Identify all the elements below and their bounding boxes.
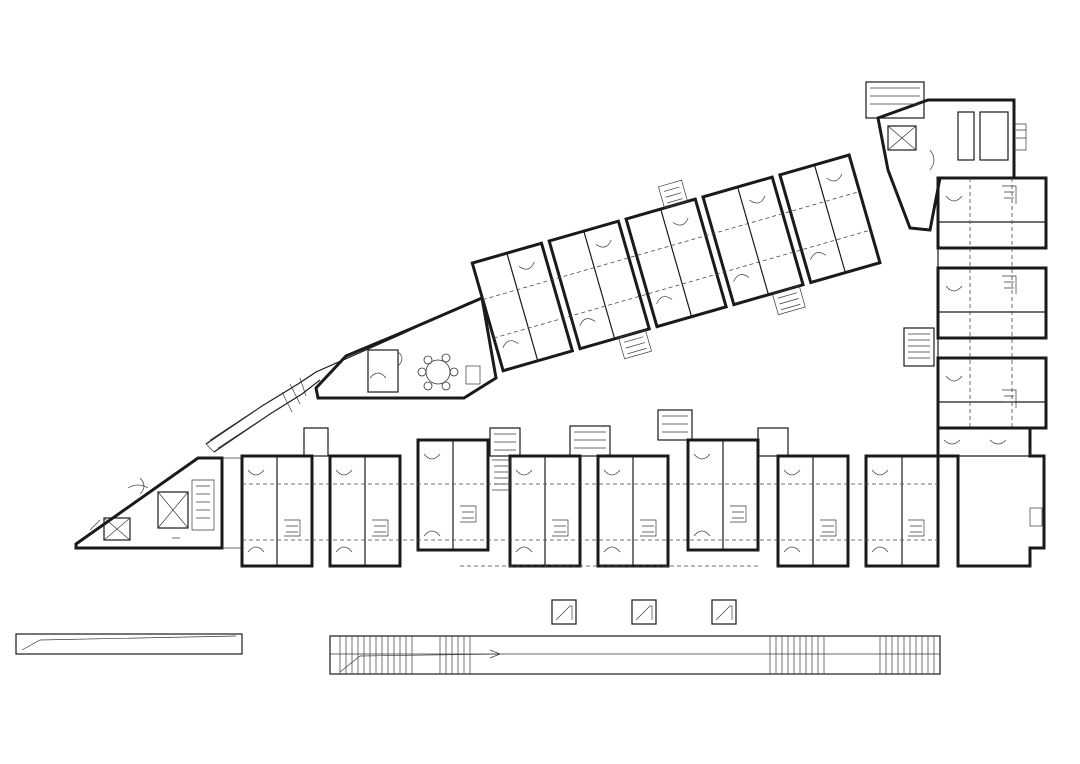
west-stair-core [74, 456, 224, 550]
northeast-corner-core [865, 81, 1027, 232]
ramp-strip-west [15, 633, 243, 655]
common-lounge [314, 295, 498, 400]
southeast-corner [936, 426, 1046, 568]
detached-fixtures [551, 599, 737, 625]
diagonal-link-corridor [205, 301, 471, 453]
diagonal-wing [470, 153, 882, 373]
east-wing [903, 176, 1048, 430]
south-wing [222, 409, 940, 568]
ramp-strip-east [329, 635, 941, 675]
